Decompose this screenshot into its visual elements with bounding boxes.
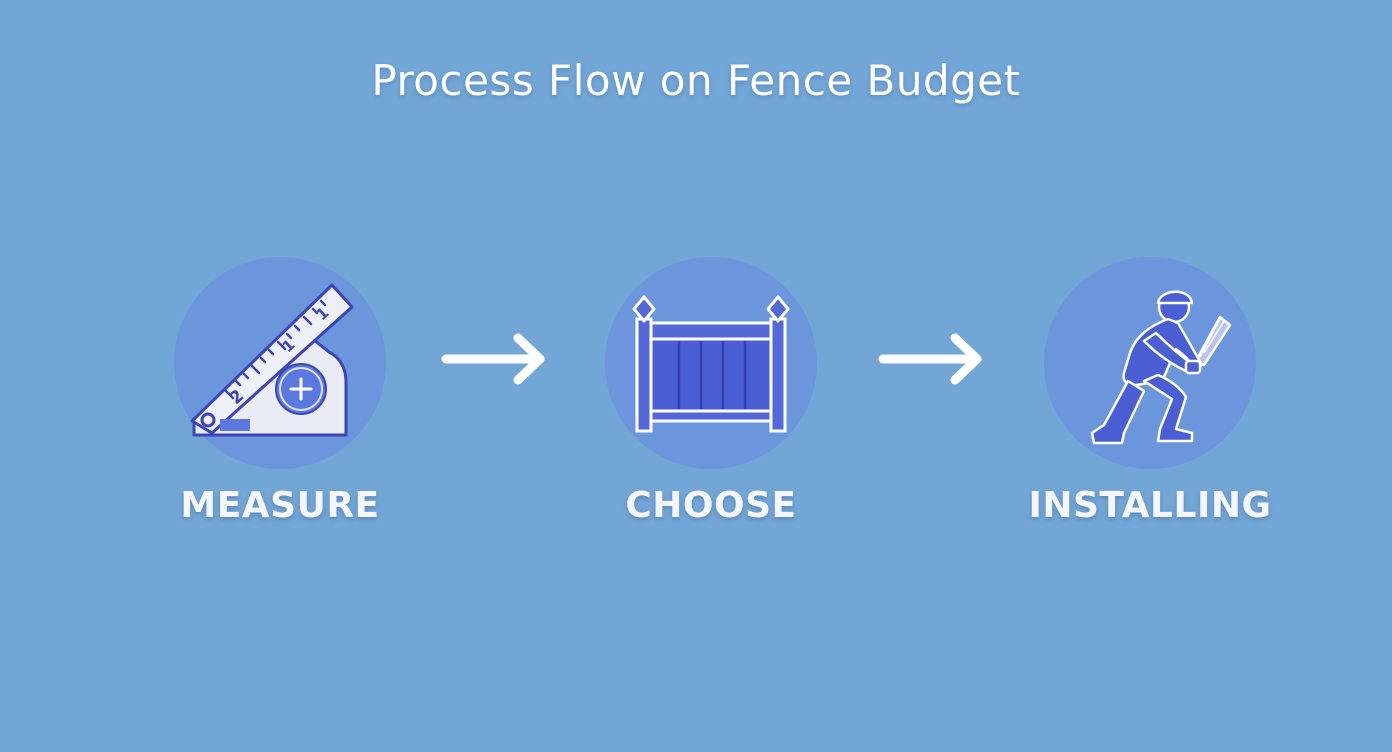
arrow-right-icon bbox=[878, 333, 982, 385]
fence-panel-icon bbox=[632, 295, 790, 433]
measuring-tape-icon: 2 1 1 bbox=[190, 283, 354, 437]
step-circle: 2 1 1 bbox=[174, 257, 386, 469]
page-title: Process Flow on Fence Budget bbox=[371, 56, 1021, 105]
step-measure: 2 1 1 MEASURE bbox=[174, 257, 386, 526]
step-choose: CHOOSE bbox=[605, 257, 817, 526]
worker-installing-icon bbox=[1090, 290, 1232, 445]
step-installing: INSTALLING bbox=[1028, 257, 1271, 526]
step-circle bbox=[605, 257, 817, 469]
step-label-measure: MEASURE bbox=[180, 485, 380, 526]
step-label-choose: CHOOSE bbox=[625, 485, 797, 526]
step-circle bbox=[1044, 257, 1256, 469]
arrow-right-icon bbox=[441, 333, 545, 385]
step-label-installing: INSTALLING bbox=[1028, 485, 1272, 526]
